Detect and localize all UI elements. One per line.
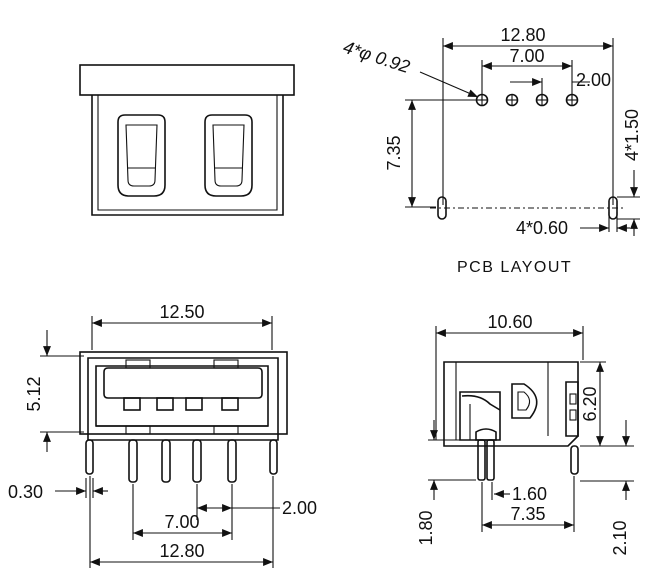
front-pins [85, 439, 278, 483]
front-pin-span-label: 7.00 [164, 512, 199, 532]
front-width-label: 12.50 [159, 302, 204, 322]
side-pin-length-label: 1.80 [416, 510, 436, 545]
front-height-label: 5.12 [24, 376, 44, 411]
front-lug-span-label: 12.80 [159, 541, 204, 561]
pcb-layout-view: 12.80 7.00 2.00 4*φ 0.92 7.35 [341, 25, 642, 276]
pcb-row-offset-label: 7.35 [384, 135, 404, 170]
side-depth-label: 10.60 [487, 312, 532, 332]
pcb-layout-title: PCB LAYOUT [457, 259, 572, 276]
pcb-holes [475, 93, 579, 107]
pcb-width-label: 12.80 [500, 25, 545, 45]
front-contacts [123, 397, 239, 411]
pcb-hole-callout: 4*φ 0.92 [341, 37, 413, 77]
latch-window-left [117, 114, 166, 197]
pcb-slot-length-label: 4*1.50 [622, 109, 642, 161]
side-view: 10.60 6.20 2.10 [416, 312, 634, 556]
front-pitch-label: 2.00 [282, 498, 317, 518]
pcb-pin-span-label: 7.00 [509, 46, 544, 66]
front-pin-thickness-label: 0.30 [8, 482, 43, 502]
front-port-opening [103, 367, 263, 399]
top-view [79, 64, 295, 216]
side-pin-to-lug-label: 7.35 [510, 504, 545, 524]
side-pin-offset-label: 1.60 [512, 484, 547, 504]
pcb-slot-width-label: 4*0.60 [516, 218, 568, 238]
latch-window-right [204, 114, 253, 197]
side-latch [511, 383, 538, 419]
side-pins [475, 428, 579, 481]
side-lug-length-label: 2.10 [610, 520, 630, 555]
pcb-pitch-label: 2.00 [576, 70, 611, 90]
side-height-label: 6.20 [580, 386, 600, 421]
front-view: 12.50 5.12 [8, 302, 317, 568]
